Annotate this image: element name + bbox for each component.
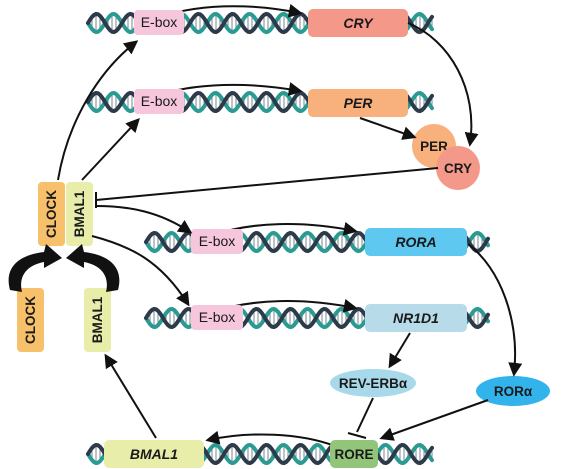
rore-box [330, 440, 378, 468]
cry-protein-label: CRY [444, 161, 472, 176]
clock-bmal1-complex: CLOCK BMAL1 [38, 182, 93, 246]
per-gene-box [308, 89, 408, 117]
arrow-ror-to-rore [379, 399, 489, 441]
ebox-per-label: E-box [141, 93, 178, 109]
bmal1-complex-box [66, 182, 93, 246]
dimerization-arrows [8, 244, 120, 292]
arrow-complex-to-cry-ebox [57, 40, 139, 181]
clock-free-box [17, 288, 44, 352]
inhibit-reverb-bar [347, 432, 367, 439]
ebox-rora [191, 229, 243, 254]
nr1d1-gene-box [365, 304, 467, 332]
per-gene-label: PER [344, 95, 374, 111]
ebox-nr1d1-label: E-box [199, 309, 236, 325]
ror-alpha-protein [476, 376, 550, 406]
clock-free-label: CLOCK [23, 296, 38, 344]
arrow-nr1d1-to-reverb [388, 332, 411, 369]
bmal1-free-label: BMAL1 [90, 296, 105, 343]
arrow-complex-to-rora-ebox [95, 205, 193, 234]
cry-gene-box [308, 9, 408, 37]
ebox-nr1d1 [191, 305, 243, 330]
bmal1-gene-box [104, 440, 204, 468]
per-protein-label: PER [420, 139, 448, 154]
arrow-cry-to-complex [407, 22, 479, 147]
cry-protein [436, 146, 480, 190]
rore-label: RORE [334, 447, 373, 462]
clock-to-complex-arrow [8, 244, 63, 292]
ebox-per [134, 89, 184, 114]
arrow-bmal1-gene-to-bmal1 [104, 353, 157, 439]
ebox-cry-label: E-box [141, 14, 178, 30]
rora-gene-box [365, 228, 467, 256]
nr1d1-gene-label: NR1D1 [393, 310, 439, 326]
clock-complex-label: CLOCK [44, 190, 59, 238]
bmal1-free-box [84, 288, 111, 352]
free-proteins: CLOCK BMAL1 [17, 288, 111, 352]
bmal1-to-complex-arrow [66, 244, 120, 292]
arrow-per-to-complex [359, 117, 417, 140]
inhibit-percry-to-complex [95, 167, 439, 201]
rev-erb-protein [330, 369, 416, 397]
regulatory-arrows [57, 22, 523, 441]
arrow-rora-to-ror [467, 243, 523, 377]
bmal1-gene-label: BMAL1 [130, 446, 178, 462]
ebox-rora-label: E-box [199, 233, 236, 249]
gene-boxes: E-box CRY E-box PER E-box RORA E-box NR1… [104, 9, 467, 468]
per-cry-complex: PER CRY [412, 124, 480, 190]
arrow-complex-to-per-ebox [81, 117, 140, 181]
rora-gene-label: RORA [395, 234, 436, 250]
rev-erb-label: REV-ERBα [339, 376, 408, 391]
arrow-complex-to-nr1d1-ebox [91, 235, 190, 307]
cry-gene-label: CRY [343, 15, 374, 31]
clock-complex-box [38, 182, 65, 246]
transcription-arrows [151, 3, 358, 447]
regulators: REV-ERBα RORα [330, 369, 550, 406]
inhibit-reverb-to-rore [356, 397, 374, 433]
ebox-cry [134, 10, 184, 35]
bmal1-complex-label: BMAL1 [72, 190, 87, 237]
ror-alpha-label: RORα [494, 384, 533, 399]
